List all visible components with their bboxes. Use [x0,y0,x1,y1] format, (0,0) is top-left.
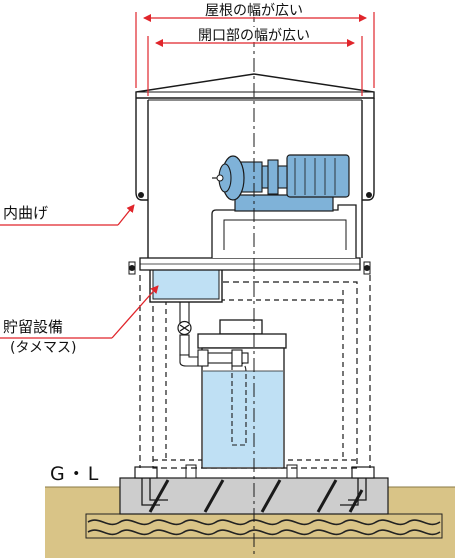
tank-lid [219,319,263,335]
base-hatch [148,479,364,513]
ground-level-label: G・L [50,463,100,485]
motor-body [286,154,350,198]
motor-base [234,194,334,212]
cover-bolts [138,192,372,198]
water-tank [197,319,287,469]
tank-water [203,371,283,467]
anchor-bolts [141,470,367,506]
storage-sublabel: (タメマス) [10,340,77,356]
storage-label: 貯留設備 [3,318,63,336]
pump-motor-unit [211,154,357,258]
piping [177,301,249,367]
tank-shoulder [197,333,287,349]
roof [135,73,375,99]
callout-inner-bend: 内曲げ [0,204,135,226]
inner-bend-label: 内曲げ [3,204,48,222]
cover-hood [135,73,375,258]
roof-width-label: 屋根の幅が広い [205,3,303,19]
opening-width-label: 開口部の幅が広い [198,28,310,44]
callout-storage: 貯留設備 (タメマス) [0,285,159,356]
dimension-opening: 開口部の幅が広い [147,27,363,96]
dimension-roof: 屋根の幅が広い [135,2,375,88]
